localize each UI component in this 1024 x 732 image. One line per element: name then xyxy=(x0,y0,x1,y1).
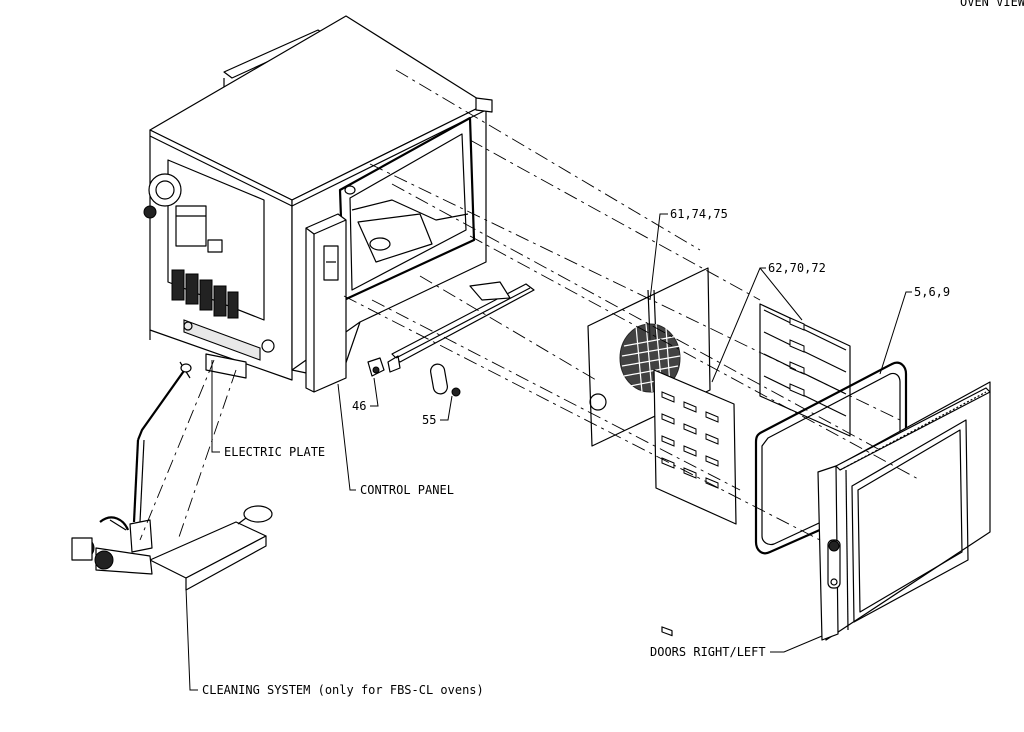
callouts: ELECTRIC PLATE CONTROL PANEL CLEANING SY… xyxy=(185,207,950,697)
label-ref-61-74-75: 61,74,75 xyxy=(670,207,728,221)
control-display xyxy=(323,245,339,281)
label-ref-46: 46 xyxy=(352,399,366,413)
label-ref-55: 55 xyxy=(422,413,436,427)
electric-plate xyxy=(205,353,247,379)
corner-title: OVEN VIEW xyxy=(960,0,1024,9)
control-panel xyxy=(305,213,347,393)
label-control-panel: CONTROL PANEL xyxy=(360,483,454,497)
door xyxy=(817,381,991,641)
guide-rail xyxy=(387,281,535,373)
terminal-block xyxy=(171,269,239,319)
fan-icon xyxy=(148,173,182,207)
door-handle xyxy=(827,539,841,589)
label-ref-62-70-72: 62,70,72 xyxy=(768,261,826,275)
label-cleaning-system: CLEANING SYSTEM (only for FBS-CL ovens) xyxy=(202,683,484,697)
deflector-panel xyxy=(653,369,737,637)
label-electric-plate: ELECTRIC PLATE xyxy=(224,445,325,459)
tray-rack xyxy=(759,303,851,437)
electric-components xyxy=(143,159,275,361)
label-doors: DOORS RIGHT/LEFT xyxy=(650,645,766,659)
part-46 xyxy=(367,357,385,377)
label-ref-5-6-9: 5,6,9 xyxy=(914,285,950,299)
part-55 xyxy=(430,363,461,397)
cleaning-system xyxy=(71,361,273,591)
assembly-lines xyxy=(139,69,921,541)
